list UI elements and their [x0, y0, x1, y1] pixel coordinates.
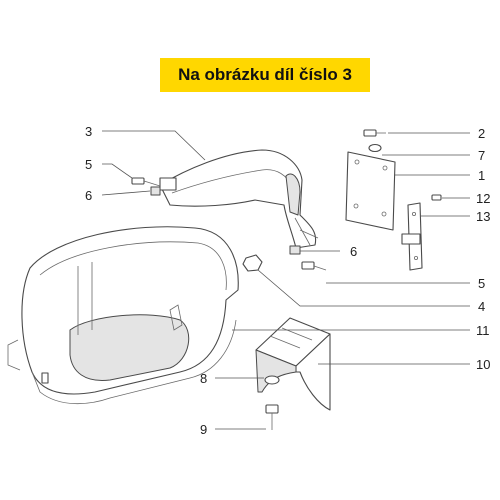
part-1-plate: [345, 151, 396, 231]
callout-5-right: 5: [478, 276, 485, 291]
part-7-washer: [368, 143, 382, 153]
callout-2: 2: [478, 126, 485, 141]
callout-11: 11: [476, 323, 490, 338]
callout-3-left: 3: [85, 124, 92, 139]
part-8-washer: [264, 375, 280, 385]
callout-8: 8: [200, 371, 207, 386]
part-13-strip: [401, 202, 423, 271]
title-banner: Na obrázku díl číslo 3: [160, 58, 370, 92]
part-6-clip-left: [150, 186, 161, 196]
part-2-screw: [363, 129, 386, 137]
leader-lines: [101, 130, 470, 430]
part-3-bracket: [159, 149, 319, 249]
callout-13: 13: [476, 209, 490, 224]
callout-10: 10: [476, 357, 490, 372]
callout-12: 12: [476, 191, 490, 206]
part-9-bolt: [265, 404, 279, 430]
part-12-screw: [431, 194, 442, 201]
callout-labels: 3 5 6 2 7 1 12 13 6 5 4 11 10 8 9: [85, 124, 490, 437]
part-5-screw-left: [131, 177, 161, 187]
callout-4: 4: [478, 299, 485, 314]
callout-7: 7: [478, 148, 485, 163]
callout-5-left: 5: [85, 157, 92, 172]
banner-text: Na obrázku díl číslo 3: [178, 65, 352, 84]
part-11-storage-bin: [7, 226, 239, 405]
part-5-screw-right: [301, 261, 327, 271]
callout-6-right: 6: [350, 244, 357, 259]
callout-6-left: 6: [85, 188, 92, 203]
callout-9: 9: [200, 422, 207, 437]
part-4-nut: [242, 254, 263, 272]
callout-1: 1: [478, 168, 485, 183]
part-6-clip-right: [289, 245, 301, 255]
